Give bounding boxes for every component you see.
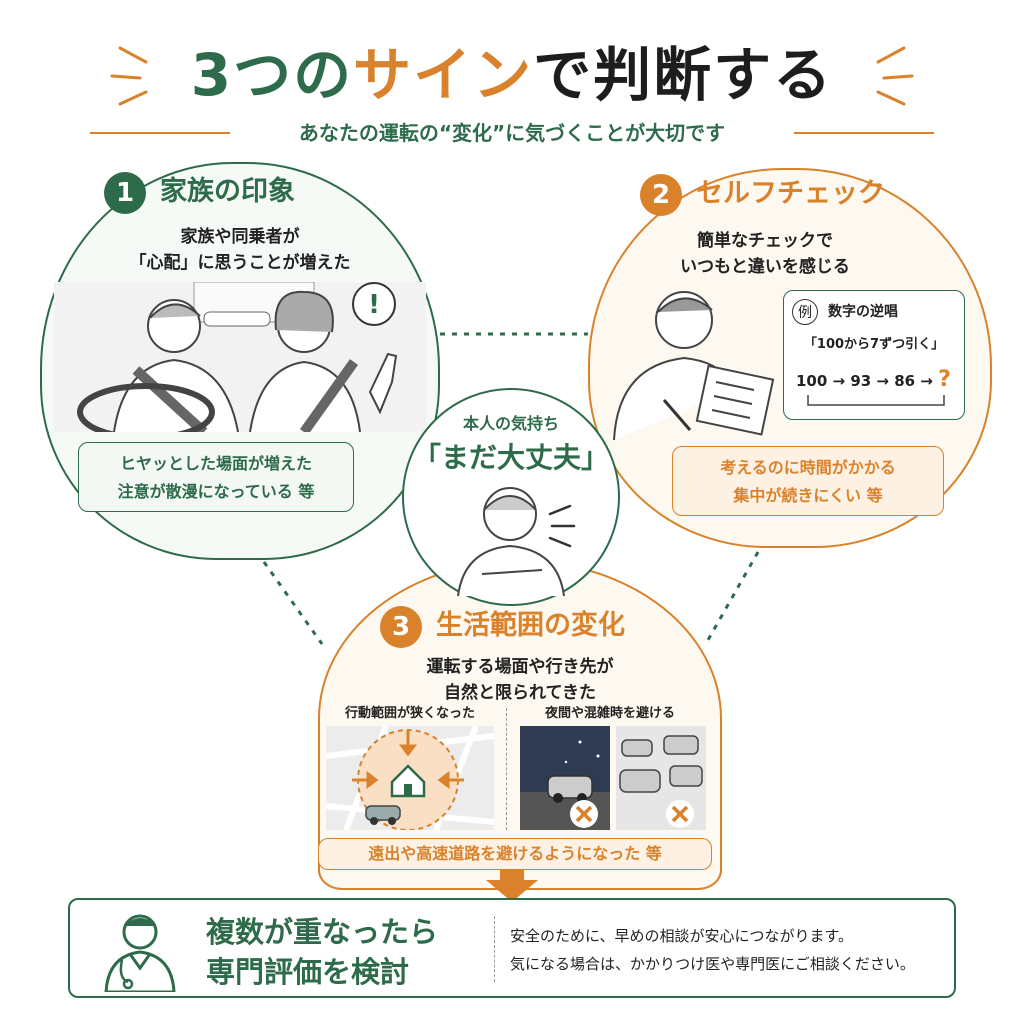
recommendation-divider (494, 916, 495, 982)
center-label: 本人の気持ち (462, 414, 559, 433)
recommendation-heading: 複数が重なったら専門評価を検討 (206, 915, 439, 989)
sign3-desc: 運転する場面や行き先が自然と限られてきた (426, 657, 614, 703)
recommendation-text-1: 安全のために、早めの相談が安心につながります。 (510, 927, 854, 945)
driver-figure (113, 299, 239, 432)
example-sequence: 100 → 93 → 86 → ? (796, 367, 951, 392)
example-badge: 例 (792, 299, 818, 325)
recommendation-box: 複数が重なったら専門評価を検討 安全のために、早めの相談が安心につながります。 … (68, 898, 956, 998)
narrowed-range-map (326, 726, 494, 830)
sign1-heading: 家族の印象 (160, 176, 295, 207)
sign3-number: 3 (380, 606, 422, 648)
panel-divider (506, 708, 507, 830)
sign1-number: 1 (104, 172, 146, 214)
subtitle-row: あなたの運転の“変化”に気づくことが大切です (90, 118, 934, 148)
steering-wheel (77, 383, 215, 432)
recommendation-text-2: 気になる場合は、かかりつけ医や専門医にご相談ください。 (510, 955, 915, 973)
exclamation-icon: ! (368, 290, 380, 320)
panel2-label: 夜間や混雑時を避ける (544, 706, 675, 721)
rearview-mirror (203, 311, 271, 327)
sign2-examples-box: 考えるのに時間がかかる集中が続きにくい 等 (672, 446, 944, 516)
congestion-panel (616, 726, 706, 830)
subtitle-rule-left (90, 132, 230, 134)
sign1-examples-box: ヒヤッとした場面が増えた注意が散漫になっている 等 (78, 442, 354, 512)
cross-icon (575, 805, 593, 823)
self-check-man-illustration (613, 291, 775, 440)
sign2-heading: セルフチェック (696, 178, 885, 209)
emphasis-lines-icon (548, 504, 576, 548)
house-icon (390, 764, 426, 798)
example-title: 数字の逆唱 (828, 304, 898, 320)
checklist-clipboard (695, 364, 775, 436)
sequence-bracket (807, 395, 945, 406)
night-driving-panel (520, 726, 610, 830)
pencil-icon (662, 399, 692, 431)
sign3-examples-box: 遠出や高速道路を避けるようになった 等 (318, 838, 712, 870)
down-arrow-icon (486, 870, 538, 902)
subtitle-rule-right (794, 132, 934, 134)
center-quote: 「まだ大丈夫」 (412, 441, 609, 474)
doctor-icon (104, 914, 176, 992)
sign3-heading: 生活範囲の変化 (436, 610, 625, 641)
passenger-figure (249, 290, 398, 432)
sign2-number: 2 (640, 174, 682, 216)
car-interior-illustration (54, 282, 426, 432)
elderly-man-illustration (457, 487, 576, 596)
example-quote: 「100から7ずつ引く」 (803, 337, 945, 352)
page-title: 3つのサインで判断する (190, 41, 834, 109)
title-sparkles (110, 46, 914, 106)
cross-icon (671, 805, 689, 823)
alert-speech-bubble: ! (352, 282, 396, 326)
question-mark-icon: ? (938, 367, 951, 392)
inward-arrows-icon (352, 730, 464, 789)
sign1-desc: 家族や同乗者が「心配」に思うことが増えた (129, 227, 351, 273)
traffic-cars-icon (619, 735, 703, 793)
subtitle: あなたの運転の“変化”に気づくことが大切です (298, 121, 726, 145)
example-box: 例 数字の逆唱 「100から7ずつ引く」 100 → 93 → 86 → ? (783, 290, 965, 420)
panel1-label: 行動範囲が狭くなった (344, 706, 475, 721)
sign2-desc: 簡単なチェックでいつもと違いを感じる (680, 231, 850, 277)
car-icon (365, 805, 401, 825)
